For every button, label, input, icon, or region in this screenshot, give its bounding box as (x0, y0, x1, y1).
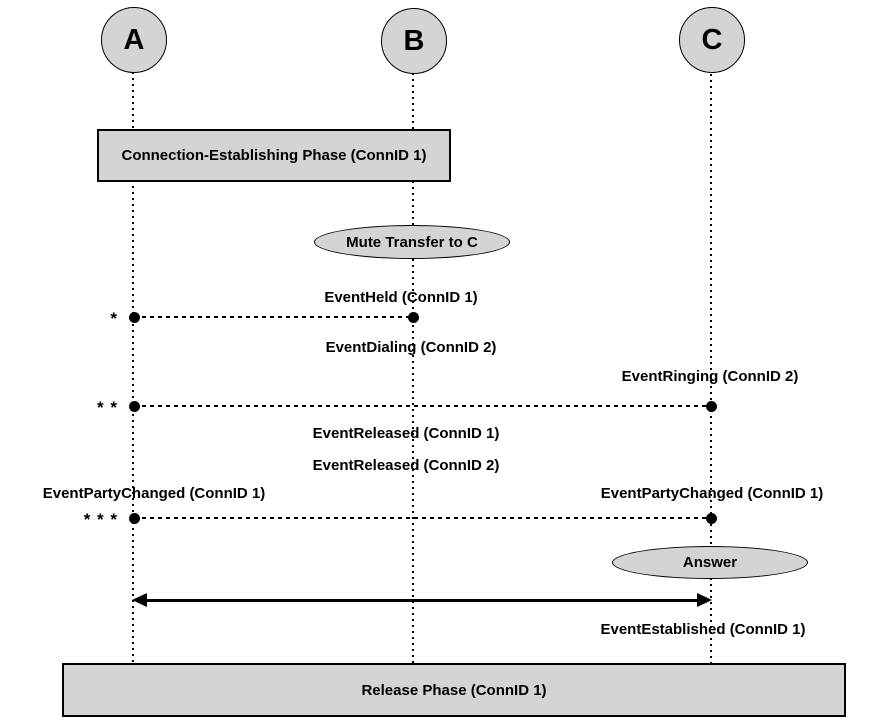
lifeline-c (710, 74, 712, 663)
established-arrow-line (145, 599, 700, 602)
step-marker-1: * (110, 309, 118, 328)
endpoint-dot (706, 401, 717, 412)
event-label-eventestablished: EventEstablished (ConnID 1) (600, 621, 806, 638)
phase-box-release: Release Phase (ConnID 1) (62, 663, 846, 717)
lifeline-a (132, 72, 134, 663)
endpoint-dot (408, 312, 419, 323)
actor-b: B (381, 8, 447, 74)
message-line-held (134, 316, 413, 318)
step-marker-2: * * (97, 398, 118, 417)
message-line-ringing (134, 405, 711, 407)
event-label-eventringing: EventRinging (ConnID 2) (621, 368, 799, 385)
endpoint-dot (129, 312, 140, 323)
event-label-eventpartychanged-left: EventPartyChanged (ConnID 1) (42, 485, 266, 502)
action-label: Answer (682, 554, 738, 571)
action-ellipse-answer: Answer (612, 546, 808, 579)
event-label-eventdialing: EventDialing (ConnID 2) (325, 339, 497, 356)
phase-box-connection-establishing: Connection-Establishing Phase (ConnID 1) (97, 129, 451, 182)
lifeline-b (412, 73, 414, 663)
action-label: Mute Transfer to C (346, 233, 478, 251)
actor-a: A (101, 7, 167, 73)
phase-box-label: Release Phase (ConnID 1) (361, 681, 547, 699)
endpoint-dot (129, 401, 140, 412)
message-line-partychanged (134, 517, 711, 519)
event-label-eventreleased-2: EventReleased (ConnID 2) (312, 457, 500, 474)
arrowhead-left-icon (132, 593, 147, 607)
event-label-eventheld: EventHeld (ConnID 1) (324, 289, 478, 306)
event-label-eventpartychanged-right: EventPartyChanged (ConnID 1) (600, 485, 824, 502)
event-label-eventreleased-1: EventReleased (ConnID 1) (312, 425, 500, 442)
phase-box-label: Connection-Establishing Phase (ConnID 1) (121, 147, 427, 164)
endpoint-dot (129, 513, 140, 524)
arrowhead-right-icon (697, 593, 712, 607)
actor-c: C (679, 7, 745, 73)
step-marker-3: * * * (83, 510, 118, 529)
action-ellipse-mute-transfer: Mute Transfer to C (314, 225, 510, 259)
endpoint-dot (706, 513, 717, 524)
